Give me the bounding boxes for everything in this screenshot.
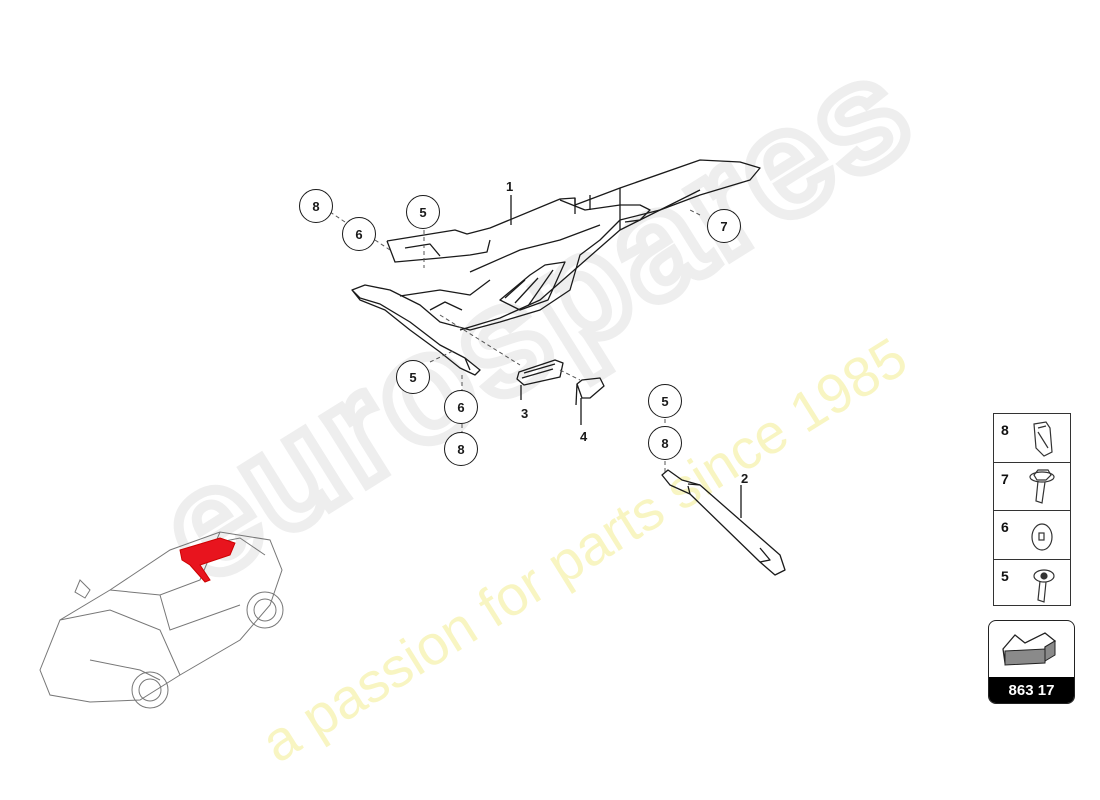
callout-8-bottom[interactable]: 8 — [444, 432, 478, 466]
legend-row-6[interactable]: 6 — [994, 511, 1070, 560]
part-label-4[interactable]: 4 — [580, 429, 588, 444]
hex-flange-bolt-icon — [1029, 468, 1055, 504]
direction-arrow-icon — [1002, 632, 1057, 666]
reference-number: 863 17 — [989, 677, 1074, 703]
part-label-2[interactable]: 2 — [741, 471, 749, 486]
legend-row-7[interactable]: 7 — [994, 463, 1070, 511]
reference-box[interactable]: 863 17 — [988, 620, 1075, 704]
part-3-grille[interactable] — [516, 359, 564, 400]
callout-7[interactable]: 7 — [707, 209, 741, 243]
part-1-panel[interactable] — [351, 159, 761, 376]
callout-6-top[interactable]: 6 — [342, 217, 376, 251]
callout-5-left[interactable]: 5 — [396, 360, 430, 394]
torx-screw-icon — [1033, 568, 1055, 603]
callout-8-strap[interactable]: 8 — [648, 426, 682, 460]
callout-8-top[interactable]: 8 — [299, 189, 333, 223]
legend-row-8[interactable]: 8 — [994, 414, 1070, 463]
part-label-3[interactable]: 3 — [521, 406, 529, 421]
callout-5-top[interactable]: 5 — [406, 195, 440, 229]
fastener-legend: 8 7 6 5 — [993, 413, 1071, 606]
part-2-strap[interactable] — [661, 469, 786, 576]
clip-nut-icon — [1033, 421, 1053, 457]
car-overview-icon — [39, 531, 284, 709]
legend-row-5[interactable]: 5 — [994, 560, 1070, 608]
callout-6-bottom[interactable]: 6 — [444, 390, 478, 424]
part-4-clip[interactable] — [575, 377, 605, 425]
washer-icon — [1031, 523, 1053, 551]
callout-5-strap[interactable]: 5 — [648, 384, 682, 418]
part-label-1[interactable]: 1 — [506, 179, 514, 194]
